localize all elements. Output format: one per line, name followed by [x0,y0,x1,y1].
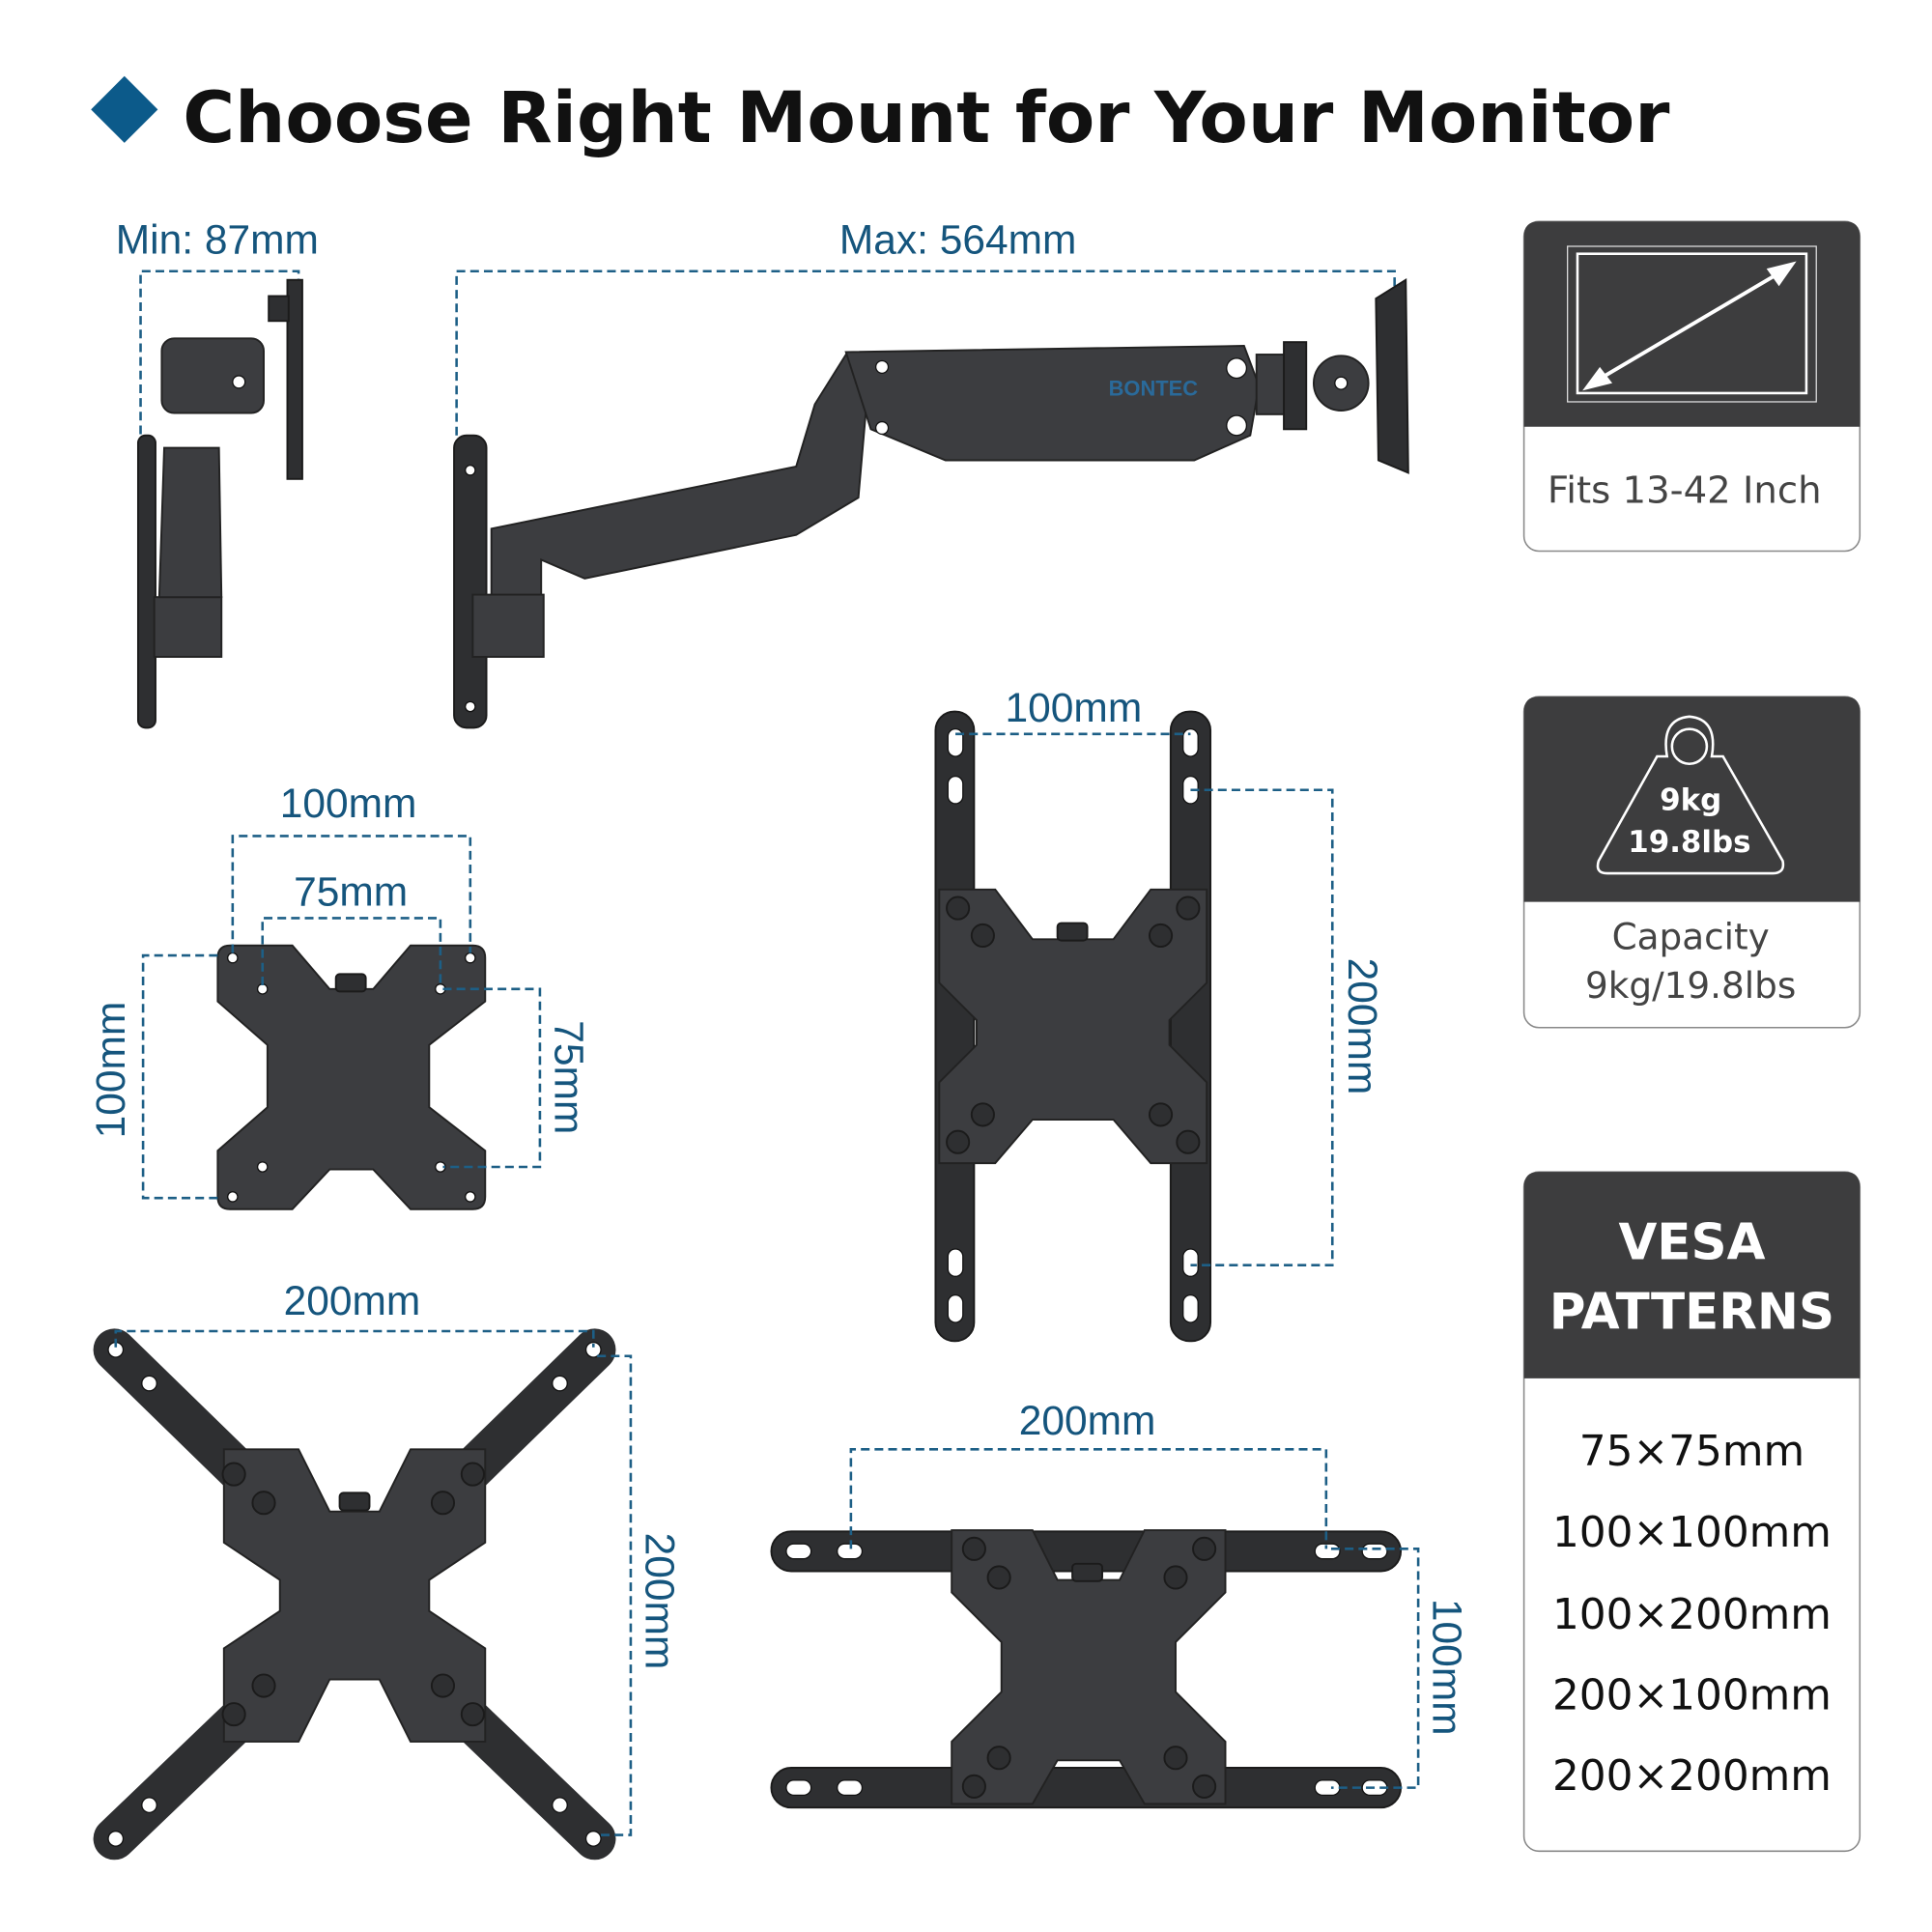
vesa-plate-100x200 [934,710,1212,1343]
vesa-pattern-item: 75×75mm [1579,1427,1804,1476]
plate2-right-label: 200mm [1339,958,1384,1095]
arm-extended-image: BONTEC [453,278,1409,729]
diamond-bullet-icon [91,75,158,143]
vesa-pattern-item: 100×200mm [1552,1590,1832,1639]
vesa-pattern-item: 200×100mm [1552,1670,1832,1719]
vesa-pattern-item: 200×200mm [1552,1751,1832,1801]
weight-icon: 9kg 19.8lbs [1596,715,1785,875]
screen-size-label: Fits 13-42 Inch [1548,469,1822,512]
page-title: Choose Right Mount for Your Monitor [183,77,1669,159]
plate1-left-label: 100mm [89,1002,134,1139]
plate4-top-label: 200mm [1019,1399,1156,1444]
screen-size-card: Fits 13-42 Inch [1522,220,1861,553]
screen-diagonal-icon [1567,245,1817,403]
plate2-top-label: 100mm [1006,686,1143,731]
capacity-card: 9kg 19.8lbs Capacity 9kg/19.8lbs [1522,696,1861,1029]
plate1-right-label: 75mm [545,1020,590,1134]
capacity-label: Capacity [1612,916,1770,958]
plate1-top-inner-label: 75mm [294,870,408,916]
plate3-top-label: 200mm [284,1279,421,1324]
vesa-heading-line2: PATTERNS [1549,1283,1834,1341]
vesa-patterns-card: VESA PATTERNS 75×75mm 100×100mm 100×200m… [1522,1171,1861,1853]
plate1-top-outer-label: 100mm [280,781,417,827]
vesa-plate-200x200 [93,1328,616,1861]
max-extension-label: Max: 564mm [839,218,1077,264]
plate4-right-label: 100mm [1424,1599,1469,1736]
weight-icon-kg: 9kg [1660,782,1721,817]
vesa-pattern-item: 100×100mm [1552,1508,1832,1557]
vesa-plate-200x100 [770,1529,1403,1809]
vesa-plate-100x100 [216,944,487,1210]
brand-logo: BONTEC [1109,377,1199,401]
plate3-right-label: 200mm [636,1533,681,1670]
weight-icon-lbs: 19.8lbs [1628,825,1750,860]
min-extension-label: Min: 87mm [116,218,319,264]
arm-folded-image [136,278,303,729]
vesa-heading-line1: VESA [1618,1213,1765,1271]
capacity-value: 9kg/19.8lbs [1585,964,1796,1007]
